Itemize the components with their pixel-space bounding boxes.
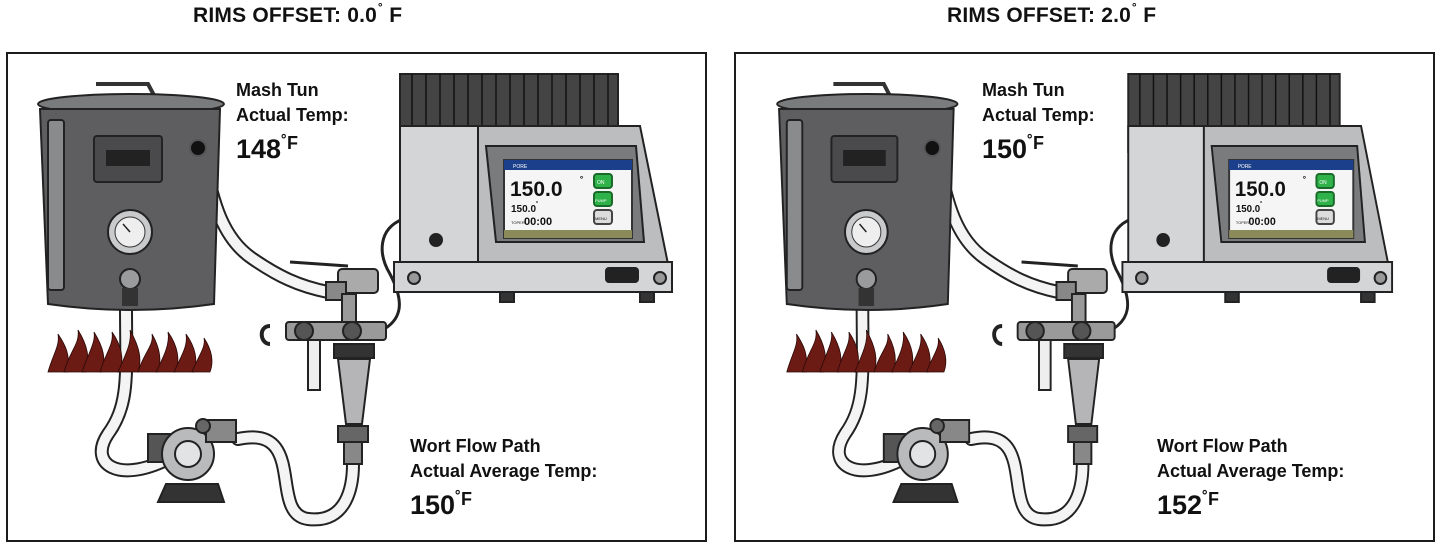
panel-1-screen-setpoint-degree: ˚ (536, 201, 538, 209)
panel-2: PORE 150.0 ˚ 150.0 ˚ TOPER 00:00 ON PUMP… (734, 52, 1435, 542)
panel-2-heading-unit: F (1137, 4, 1157, 27)
panel-1-mash-tun (37, 82, 225, 311)
panel-1-wort-temp-value: 150 (410, 490, 456, 520)
panel-1-mash-temp-unit: ˚F (281, 133, 299, 153)
panel-1-screen-on-button: ON (597, 180, 605, 186)
panel-2-mash-temp-unit: ˚F (1027, 133, 1045, 153)
panel-1-screen-temp-degree: ˚ (580, 176, 584, 188)
panel-1-screen-timer-label: TOPER (511, 220, 525, 225)
panel-2-mash-label-line2: Actual Temp: (982, 105, 1095, 125)
panel-1-heading-unit: F (383, 4, 403, 27)
panel-2-heading-prefix: RIMS OFFSET: 2.0 (947, 4, 1132, 27)
panel-1-heading-prefix: RIMS OFFSET: 0.0 (193, 4, 378, 27)
panel-2-wort-label: Wort Flow Path Actual Average Temp: (1157, 434, 1344, 484)
panel-2-pump (882, 418, 971, 503)
panel-2-mash-label-line1: Mash Tun (982, 80, 1065, 100)
panel-1-controller (393, 73, 673, 303)
panel-2-screen-temp-degree: ˚ (1303, 176, 1307, 188)
panel-2-hoses (832, 147, 1133, 527)
panel-2-wort-temp: 152˚F (1157, 489, 1220, 521)
panel-1: PORE 150.0 ˚ 150.0 ˚ TOPER 00:00 ON PUMP… (6, 52, 707, 542)
panel-1-screen-header: PORE (513, 164, 528, 170)
panel-1-wort-label-line1: Wort Flow Path (410, 436, 541, 456)
panel-1-screen-timer: 00:00 (524, 216, 552, 228)
panel-2-wort-temp-value: 152 (1157, 490, 1203, 520)
panel-2-wort-label-line1: Wort Flow Path (1157, 436, 1288, 456)
panel-2-mash-label: Mash Tun Actual Temp: (982, 78, 1095, 128)
panel-1-screen-menu-button: MENU (595, 216, 607, 221)
panel-1-heading: RIMS OFFSET: 0.0˚ F (193, 2, 403, 28)
panel-2-wort-temp-unit: ˚F (1202, 489, 1220, 509)
panel-1-screen-temp: 150.0 (510, 178, 563, 201)
panel-1-mash-label-line2: Actual Temp: (236, 105, 349, 125)
panel-2-burner-flames (786, 329, 947, 373)
panel-2-screen-timer: 00:00 (1249, 216, 1276, 228)
panel-2-screen-on-button: ON (1319, 180, 1327, 186)
panel-1-valve-assembly (259, 260, 387, 465)
panel-2-heading-degree: ˚ (1132, 2, 1138, 19)
panel-2-screen-setpoint-degree: ˚ (1260, 201, 1262, 209)
panel-2-controller (1121, 73, 1394, 303)
panel-1-mash-temp: 148˚F (236, 133, 299, 165)
panel-2-mash-temp: 150˚F (982, 133, 1045, 165)
panel-2-illustration: PORE 150.0 ˚ 150.0 ˚ TOPER 00:00 ON PUMP… (776, 73, 1394, 527)
panel-1-mash-label-line1: Mash Tun (236, 80, 319, 100)
panel-2-heading: RIMS OFFSET: 2.0˚ F (947, 2, 1157, 28)
panel-1-mash-temp-value: 148 (236, 134, 282, 164)
panel-2-mash-temp-value: 150 (982, 134, 1028, 164)
panel-2-screen-header: PORE (1238, 164, 1252, 170)
panel-2-screen-timer-label: TOPER (1236, 220, 1249, 225)
panel-1-wort-label-line2: Actual Average Temp: (410, 461, 598, 481)
panel-2-mash-tun (776, 82, 959, 311)
panel-1-mash-label: Mash Tun Actual Temp: (236, 78, 349, 128)
panel-2-screen-pump-button: PUMP (1317, 198, 1329, 203)
panel-1-pump (147, 418, 237, 503)
panel-2-valve-assembly (992, 260, 1116, 465)
panel-1-heading-degree: ˚ (378, 2, 384, 19)
panel-1-screen-pump-button: PUMP (595, 198, 607, 203)
panel-2-wort-label-line2: Actual Average Temp: (1157, 461, 1345, 481)
panel-1-wort-temp: 150˚F (410, 489, 473, 521)
panel-1-wort-label: Wort Flow Path Actual Average Temp: (410, 434, 597, 484)
panel-2-screen-temp: 150.0 (1235, 178, 1286, 201)
panel-2-screen-setpoint: 150.0 (1236, 204, 1261, 215)
panel-1-illustration: PORE 150.0 ˚ 150.0 ˚ TOPER 00:00 ON PUMP… (37, 73, 673, 527)
panel-1-burner-flames (47, 329, 213, 373)
panel-1-wort-temp-unit: ˚F (455, 489, 473, 509)
panel-2-screen-menu-button: MENU (1317, 216, 1329, 221)
panel-1-screen-setpoint: 150.0 (511, 204, 536, 215)
